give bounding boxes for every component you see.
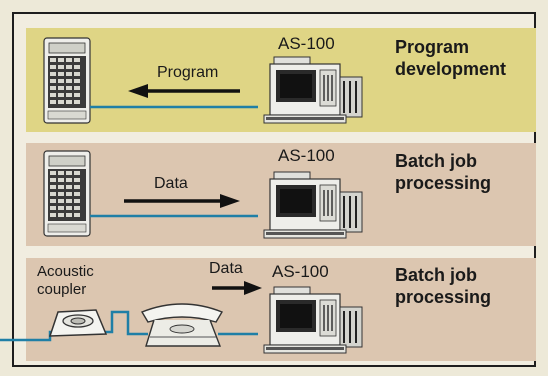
device-label-line-1: Acoustic — [37, 263, 94, 280]
device-label-line-2: coupler — [37, 281, 87, 298]
computer-icon — [263, 56, 363, 124]
model-label: AS-100 — [278, 146, 335, 165]
telephone-icon — [140, 303, 224, 347]
arrow-label: Data — [154, 175, 188, 192]
computer-icon — [263, 171, 363, 239]
acoustic-coupler-icon — [48, 309, 108, 337]
description-line-2: processing — [395, 287, 492, 307]
arrow-right-icon — [212, 281, 262, 295]
model-label: AS-100 — [278, 34, 335, 53]
description-line-1: Program — [395, 37, 470, 57]
arrow-left-icon — [128, 84, 240, 98]
arrow-right-icon — [124, 194, 240, 208]
pocket-computer-icon — [43, 150, 91, 237]
cable-line — [100, 310, 148, 336]
arrow-label: Data — [209, 260, 243, 277]
model-label: AS-100 — [272, 262, 329, 281]
description-line-2: development — [395, 59, 507, 79]
computer-icon — [263, 286, 363, 354]
pocket-computer-icon — [43, 37, 91, 124]
description-line-1: Batch job — [395, 265, 478, 285]
arrow-label: Program — [157, 64, 219, 81]
description-line-2: processing — [395, 173, 492, 193]
description-line-1: Batch job — [395, 151, 478, 171]
